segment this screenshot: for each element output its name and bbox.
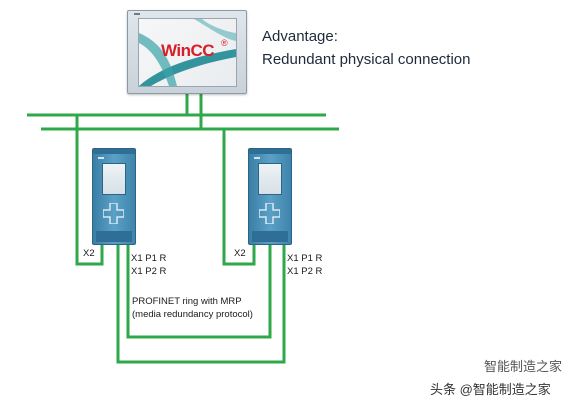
ring-note-title: PROFINET ring with MRP — [132, 296, 242, 307]
headline-redundant: Redundant physical connection — [262, 51, 471, 68]
plc-left-x2-label: X2 — [83, 248, 95, 259]
plc-display — [258, 163, 282, 195]
hmi-indicator — [134, 13, 140, 15]
wincc-hmi-panel: WinCC ® — [127, 10, 247, 94]
x2-link-right — [222, 129, 256, 266]
plc-connector-strip — [252, 231, 288, 242]
ring-link-inner — [126, 242, 272, 339]
plc-right — [248, 148, 292, 245]
x2-link-left — [75, 115, 104, 266]
plc-status-led — [98, 157, 104, 159]
plc-connector-strip — [96, 231, 132, 242]
wincc-registered-mark: ® — [221, 38, 228, 48]
plc-right-port1-label: X1 P1 R — [287, 253, 323, 264]
watermark-bottom: 头条 @智能制造之家 — [430, 382, 551, 397]
watermark-top: 智能制造之家 — [484, 359, 563, 374]
hmi-screen: WinCC ® — [138, 18, 237, 87]
plc-status-led — [254, 157, 260, 159]
plc-left-port1-label: X1 P1 R — [131, 253, 167, 264]
ring-note-subtitle: (media redundancy protocol) — [132, 309, 253, 320]
ring-link-outer — [116, 242, 286, 364]
plc-nav-pad-icon — [259, 203, 280, 224]
plc-right-x2-label: X2 — [234, 248, 246, 259]
plc-left — [92, 148, 136, 245]
plc-display — [102, 163, 126, 195]
headline-advantage: Advantage: — [262, 28, 338, 45]
plc-left-port2-label: X1 P2 R — [131, 266, 167, 277]
plc-top-strip — [249, 149, 291, 154]
plc-top-strip — [93, 149, 135, 154]
wincc-swoosh-icon — [139, 19, 236, 86]
plc-right-port2-label: X1 P2 R — [287, 266, 323, 277]
wincc-logo-text: WinCC — [161, 41, 215, 60]
plc-nav-pad-icon — [103, 203, 124, 224]
